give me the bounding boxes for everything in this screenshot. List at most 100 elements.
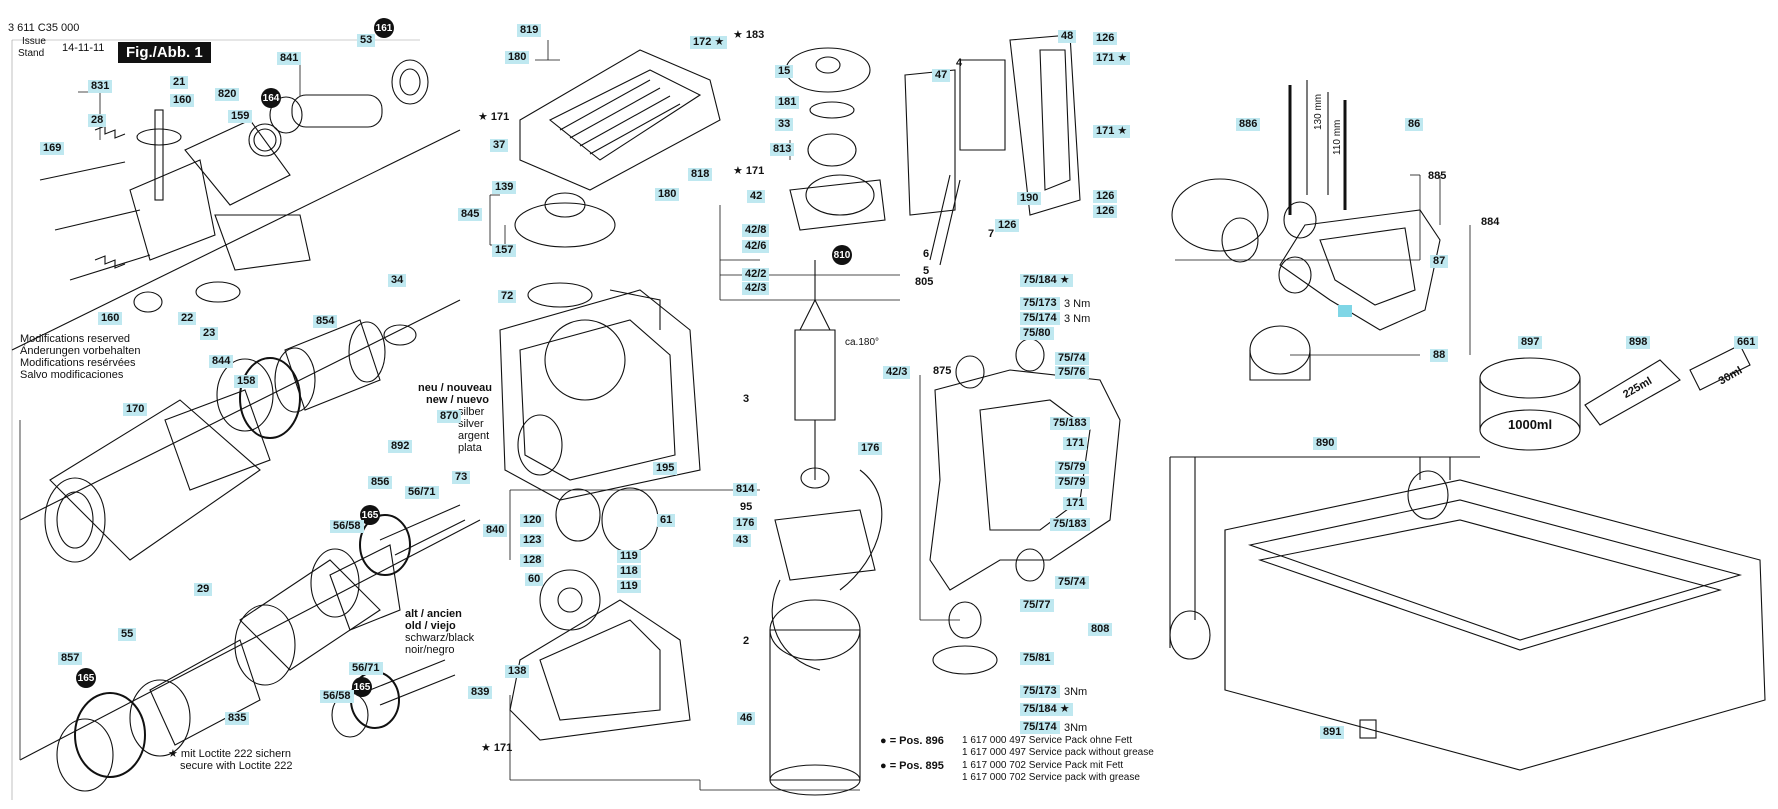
part-label-22: 22 bbox=[178, 312, 197, 325]
part-label-856: 856 bbox=[368, 476, 393, 489]
part-label-818: 818 bbox=[688, 168, 713, 181]
part-label-138: 138 bbox=[505, 665, 530, 678]
doc-number: 3 611 C35 000 bbox=[8, 22, 80, 34]
torque-3nm-c: 3Nm bbox=[1064, 686, 1088, 698]
part-label-47: 47 bbox=[932, 69, 951, 82]
old-variant-3: schwarz/black bbox=[405, 632, 475, 644]
part-label-118: 118 bbox=[617, 565, 641, 578]
part-label-157: 157 bbox=[492, 244, 517, 257]
part-label-171-g: 171 bbox=[1063, 497, 1088, 510]
service-pack-895-line-1: 1 617 000 702 Service Pack mit Fett bbox=[962, 760, 1124, 771]
part-label-42-6: 42/6 bbox=[742, 240, 770, 253]
part-label-75-173-a: 75/173 bbox=[1020, 297, 1060, 310]
service-pack-895-line-2: 1 617 000 702 Service pack with grease bbox=[962, 772, 1140, 783]
part-label-171-c: 171 ★ bbox=[1093, 125, 1131, 138]
part-bubble-165-a: 165 bbox=[360, 505, 380, 525]
part-label-886: 886 bbox=[1236, 118, 1261, 131]
part-label-169: 169 bbox=[40, 142, 65, 155]
part-label-139: 139 bbox=[492, 181, 517, 194]
part-label-56-58-b: 56/58 bbox=[320, 690, 354, 703]
part-label-4: 4 bbox=[956, 57, 963, 69]
issue-date: 14-11-11 bbox=[62, 42, 105, 54]
part-label-158: 158 bbox=[234, 375, 259, 388]
part-label-75-174-a: 75/174 bbox=[1020, 312, 1060, 325]
part-label-875: 875 bbox=[933, 365, 952, 377]
part-label-835: 835 bbox=[225, 712, 250, 725]
modifications-note-2: Änderungen vorbehalten bbox=[20, 345, 141, 357]
part-label-870: 870 bbox=[437, 410, 462, 423]
part-label-897: 897 bbox=[1518, 336, 1543, 349]
part-label-159: 159 bbox=[228, 110, 253, 123]
part-label-88: 88 bbox=[1430, 349, 1449, 362]
part-label-176-b: 176 bbox=[733, 517, 758, 530]
part-label-75-183-b: 75/183 bbox=[1050, 518, 1090, 531]
part-label-170: 170 bbox=[123, 403, 148, 416]
part-label-61: 61 bbox=[657, 514, 676, 527]
part-label-820: 820 bbox=[215, 88, 240, 101]
part-label-195: 195 bbox=[653, 462, 678, 475]
part-label-75-74-b: 75/74 bbox=[1055, 576, 1089, 589]
part-bubble-810: 810 bbox=[832, 245, 852, 265]
part-label-857: 857 bbox=[58, 652, 83, 665]
part-label-183: ★ 183 bbox=[733, 29, 765, 41]
part-label-884: 884 bbox=[1481, 216, 1500, 228]
part-label-28: 28 bbox=[88, 114, 107, 127]
part-label-87: 87 bbox=[1430, 255, 1449, 268]
part-label-180-top: 180 bbox=[505, 51, 530, 64]
part-label-126-mid: 126 bbox=[1093, 190, 1118, 203]
part-label-75-183-a: 75/183 bbox=[1050, 417, 1090, 430]
part-label-3: 3 bbox=[743, 393, 750, 405]
part-label-180-mid: 180 bbox=[655, 188, 680, 201]
part-label-75-81: 75/81 bbox=[1020, 652, 1054, 665]
grease-1000-label: 1000ml bbox=[1508, 417, 1553, 432]
part-label-181: 181 bbox=[775, 96, 800, 109]
torque-3nm-b: 3 Nm bbox=[1064, 313, 1091, 325]
part-label-2: 2 bbox=[743, 635, 750, 647]
part-label-128: 128 bbox=[520, 554, 545, 567]
part-label-34: 34 bbox=[388, 274, 407, 287]
part-label-892: 892 bbox=[388, 440, 413, 453]
part-label-75-174-b: 75/174 bbox=[1020, 721, 1060, 734]
part-label-7: 7 bbox=[988, 228, 995, 240]
part-label-831: 831 bbox=[88, 80, 113, 93]
part-label-43: 43 bbox=[733, 534, 752, 547]
part-label-126-top: 126 bbox=[1093, 32, 1118, 45]
part-label-29: 29 bbox=[194, 583, 213, 596]
part-label-56-58-a: 56/58 bbox=[330, 520, 364, 533]
part-label-814: 814 bbox=[733, 483, 758, 496]
part-label-56-71-a: 56/71 bbox=[405, 486, 439, 499]
part-label-885: 885 bbox=[1428, 170, 1447, 182]
part-label-898: 898 bbox=[1626, 336, 1651, 349]
part-label-120: 120 bbox=[520, 514, 545, 527]
part-label-126-switch: 126 bbox=[995, 219, 1020, 232]
part-label-42-2: 42/2 bbox=[742, 268, 770, 281]
stand-label: Stand bbox=[18, 48, 45, 59]
part-label-75-77: 75/77 bbox=[1020, 599, 1054, 612]
new-variant-1: neu / nouveau bbox=[418, 382, 492, 394]
part-label-53: 53 bbox=[357, 34, 376, 47]
part-label-844: 844 bbox=[209, 355, 234, 368]
part-label-840: 840 bbox=[483, 524, 508, 537]
torque-3nm-a: 3 Nm bbox=[1064, 298, 1091, 310]
part-label-5: 5 bbox=[923, 265, 930, 277]
part-label-15: 15 bbox=[775, 65, 794, 78]
dimension-110: 110 mm bbox=[1332, 119, 1343, 155]
part-label-42: 42 bbox=[747, 190, 766, 203]
old-variant-1: alt / ancien bbox=[405, 608, 462, 620]
part-label-75-76: 75/76 bbox=[1055, 366, 1089, 379]
part-label-75-80: 75/80 bbox=[1020, 327, 1054, 340]
part-label-56-71-b: 56/71 bbox=[349, 662, 383, 675]
loctite-note-2: secure with Loctite 222 bbox=[180, 760, 293, 772]
modifications-note-3: Modifications resérvées bbox=[20, 357, 136, 369]
part-label-33: 33 bbox=[775, 118, 794, 131]
part-label-190: 190 bbox=[1017, 192, 1042, 205]
part-label-42-8: 42/8 bbox=[742, 224, 770, 237]
part-label-819: 819 bbox=[517, 24, 542, 37]
new-variant-5: argent bbox=[458, 430, 490, 442]
part-label-171-b: ★ 171 bbox=[478, 111, 510, 123]
part-label-75-79-b: 75/79 bbox=[1055, 476, 1089, 489]
old-variant-2: old / viejo bbox=[405, 620, 456, 632]
part-label-119-a: 119 bbox=[617, 550, 641, 563]
new-variant-3: silber bbox=[458, 406, 485, 418]
part-label-172: 172 ★ bbox=[690, 36, 728, 49]
